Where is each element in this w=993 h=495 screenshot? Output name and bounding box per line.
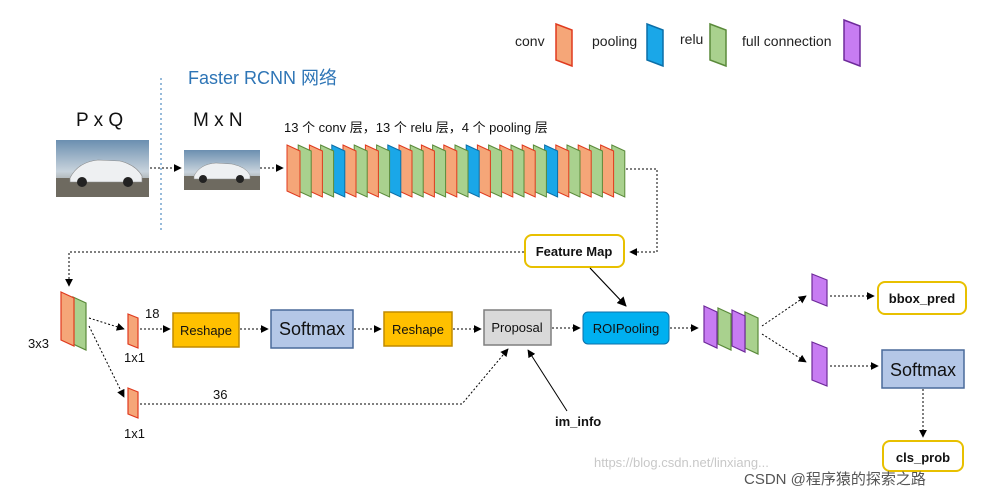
backbone-conv-layer (286, 144, 301, 198)
arrow-featuremap-to-rpn (65, 251, 524, 287)
input-size-label: P x Q (76, 110, 123, 131)
reshape2-node: Reshape (383, 311, 453, 347)
proposal-node: Proposal (483, 309, 552, 346)
bbox-pred-label: bbox_pred (889, 291, 956, 306)
softmax2-label: Softmax (890, 360, 956, 380)
reshape2-label: Reshape (392, 322, 444, 337)
conv3x3-block (60, 291, 87, 351)
fc-bbox (811, 273, 828, 307)
cls-prob-node: cls_prob (882, 440, 964, 472)
softmax2-node: Softmax (881, 349, 965, 389)
fc-stack (703, 305, 759, 355)
conv1x1-bottom-label: 1x1 (124, 426, 145, 441)
diagram-title: Faster RCNN 网络 (188, 68, 337, 88)
reshape1-node: Reshape (172, 312, 240, 348)
bbox-pred-node: bbox_pred (877, 281, 967, 315)
watermark-credit: CSDN @程序猿的探索之路 (744, 471, 926, 488)
legend-relu-label: relu (680, 31, 703, 47)
arrow-fc-to-bbox-branch (761, 295, 807, 327)
legend-pooling-label: pooling (592, 33, 637, 49)
conv1x1-bottom (127, 387, 139, 419)
roipooling-label: ROIPooling (593, 321, 659, 336)
arrow-featuremap-to-roipooling (589, 267, 627, 307)
arrow-iminfo-to-proposal (527, 349, 568, 412)
feature-map-label: Feature Map (536, 244, 613, 259)
legend-pooling-swatch (646, 22, 664, 68)
conv3x3-label: 3x3 (28, 336, 49, 351)
arrow-3x3-to-1x1-top (88, 317, 125, 331)
backbone-caption: 13 个 conv 层，13 个 relu 层，4 个 pooling 层 (284, 120, 548, 135)
watermark-url: https://blog.csdn.net/linxiang... (594, 455, 769, 470)
fc-cls (811, 341, 828, 387)
legend-relu-swatch (709, 22, 727, 68)
legend-fc-label: full connection (742, 33, 832, 49)
resized-image (184, 150, 260, 190)
arrow-1x1-to-proposal (140, 348, 509, 405)
arrow-3x3-to-1x1-bottom (88, 325, 125, 398)
legend: conv pooling relu full connection (515, 18, 861, 68)
input-image (56, 140, 149, 197)
resized-size-label: M x N (193, 110, 243, 131)
conv1x1-top-label: 1x1 (124, 350, 145, 365)
legend-conv-swatch (555, 22, 573, 68)
reshape1-label: Reshape (180, 323, 232, 338)
feature-map-node: Feature Map (524, 234, 625, 268)
softmax1-label: Softmax (279, 319, 345, 339)
im-info-label: im_info (555, 414, 601, 429)
top-channels-label: 18 (145, 306, 159, 321)
conv1x1-top (127, 313, 139, 349)
proposal-label: Proposal (491, 320, 542, 335)
cls-prob-label: cls_prob (896, 450, 950, 465)
legend-conv-label: conv (515, 33, 545, 49)
arrow-fc-to-cls-branch (761, 333, 807, 363)
roipooling-node: ROIPooling (582, 311, 670, 345)
arrow-backbone-to-featuremap (626, 168, 658, 256)
bottom-channels-label: 36 (213, 387, 227, 402)
backbone-layers (286, 144, 626, 198)
softmax1-node: Softmax (270, 309, 354, 349)
legend-fc-swatch (843, 18, 861, 68)
